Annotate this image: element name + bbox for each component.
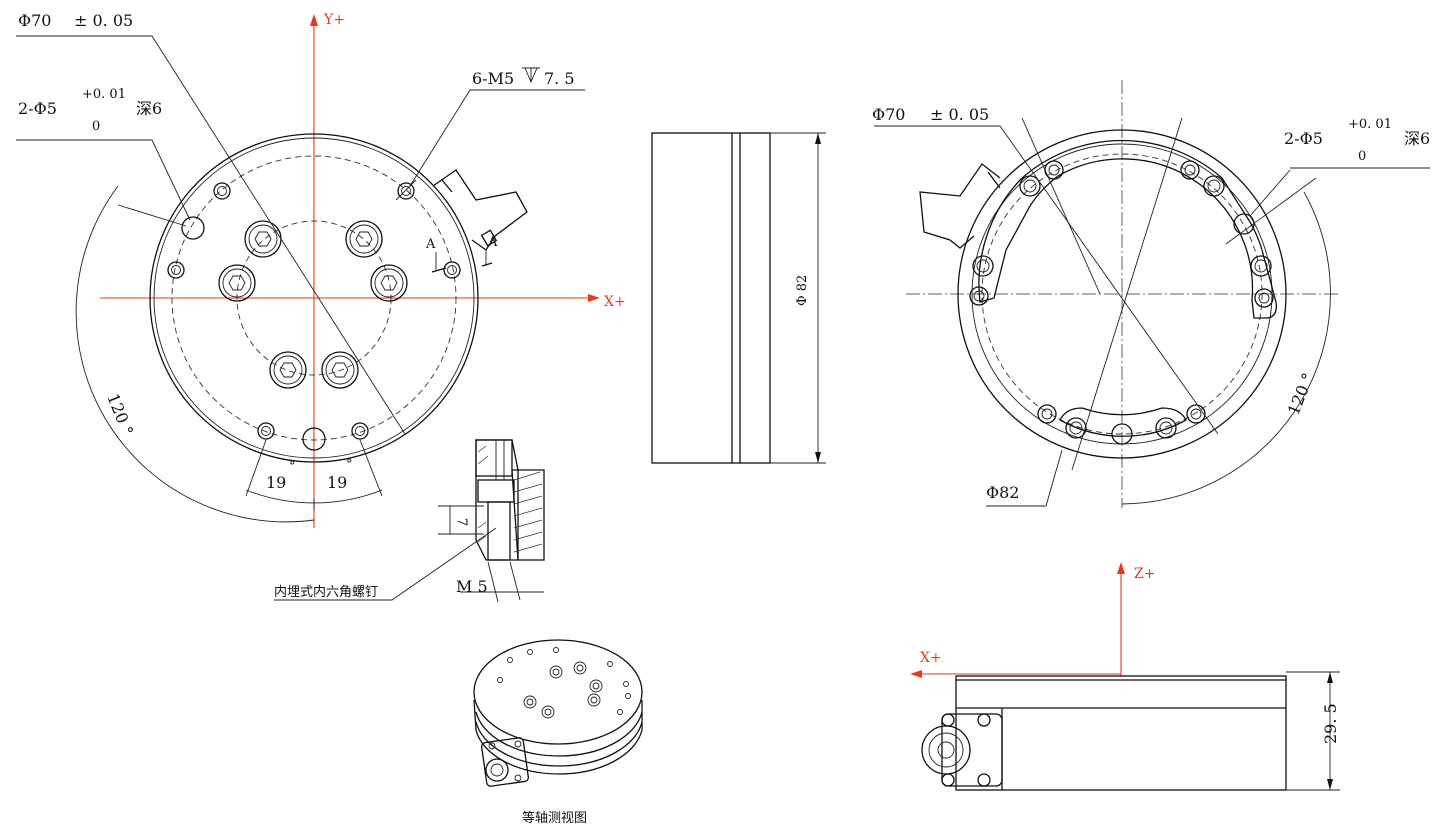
bottom-angle-label: 120 ° (1284, 370, 1318, 418)
bottom-dia82-label: Φ82 (986, 483, 1019, 502)
angle-19-left: 19 (266, 473, 286, 492)
bottom-bolt-circle (981, 153, 1263, 435)
axis-y-label: Y+ (323, 12, 345, 28)
depth-symbol-icon (522, 67, 540, 84)
leader-dia70 (16, 35, 406, 435)
deg-left: ° (289, 459, 296, 474)
x-axis-arrow (588, 294, 600, 302)
deg-right: ° (346, 457, 353, 472)
bottom-pin-tol-lower: 0 (1358, 149, 1366, 164)
m5-holes (167, 182, 461, 440)
pin-hole-left (181, 216, 205, 240)
m5-thread-depth: 7. 5 (544, 69, 575, 88)
section-a-right: A (487, 235, 498, 250)
m5-thread-label: 6-M5 (472, 69, 514, 88)
iso-caption: 等轴测视图 (522, 810, 587, 825)
lower-slot (1059, 407, 1187, 437)
height-29-5: 29. 5 (1321, 703, 1340, 744)
section-a-left: A (425, 237, 436, 252)
dia70-tolerance: ± 0. 05 (74, 11, 133, 30)
front-connector (921, 713, 1003, 787)
angle-arc-120 (75, 185, 315, 523)
bottom-leader-dia70 (874, 125, 1219, 435)
bottom-dia70-tol: ± 0. 05 (930, 105, 989, 124)
front-view: Z+ X+ 29. 5 (910, 562, 1340, 791)
bottom-pin-tol-upper: +0. 01 (1348, 117, 1392, 132)
bottom-outer-circle (957, 129, 1287, 459)
axis-x-label: X+ (604, 294, 626, 310)
leader-pin-arrow (117, 204, 187, 227)
pin-tol-upper: +0. 01 (82, 87, 126, 102)
angle-120-label: 120 ° (103, 391, 137, 439)
leader-m5 (409, 89, 585, 187)
hex-screws (218, 220, 408, 389)
leader-pin (16, 139, 191, 221)
section-mark-left (431, 267, 447, 273)
pin-tol-lower: 0 (92, 119, 100, 134)
pin-holes-label: 2-Φ5 (18, 99, 57, 118)
section-view: 7 M 5 内埋式内六角螺钉 (274, 439, 545, 603)
front-axis-x-label: X+ (920, 650, 942, 666)
bottom-angle-arc (1121, 191, 1331, 505)
embedded-screw-note: 内埋式内六角螺钉 (274, 584, 378, 599)
bottom-holes (969, 160, 1274, 445)
connector (432, 169, 528, 251)
bottom-connector (919, 163, 1001, 249)
pin-hole-bottom (302, 427, 326, 451)
y-axis-arrow (310, 14, 318, 26)
section-thread-m5: M 5 (456, 577, 488, 596)
bolt-circle-outer (171, 155, 457, 441)
section-depth-7: 7 (454, 518, 469, 526)
side-view: Φ 82 (651, 132, 826, 464)
pin-depth: 深6 (136, 99, 162, 118)
bottom-pin-label: 2-Φ5 (1284, 129, 1323, 148)
bottom-pin-depth: 深6 (1404, 129, 1430, 148)
axis-z-label: Z+ (1134, 566, 1155, 582)
bottom-view: 120 ° Φ70 ± 0. 05 2-Φ5 +0. 01 0 深6 Φ82 (872, 80, 1430, 508)
outer-circle (149, 133, 479, 463)
outer-circle-edge (153, 137, 475, 459)
dia70-label: Φ70 (18, 11, 51, 30)
iso-view: 等轴测视图 (473, 639, 643, 825)
bottom-dia70-label: Φ70 (872, 105, 905, 124)
iso-connector (481, 737, 529, 787)
note-leader (274, 527, 497, 601)
bolt-circle-inner (236, 220, 392, 376)
arc-slot (978, 139, 1277, 319)
section-mark-right (481, 262, 493, 267)
bottom-leader-dia82 (986, 449, 1063, 507)
side-dia82: Φ 82 (795, 275, 810, 306)
angle-19-right: 19 (327, 473, 347, 492)
top-view: Y+ X+ (16, 11, 626, 528)
